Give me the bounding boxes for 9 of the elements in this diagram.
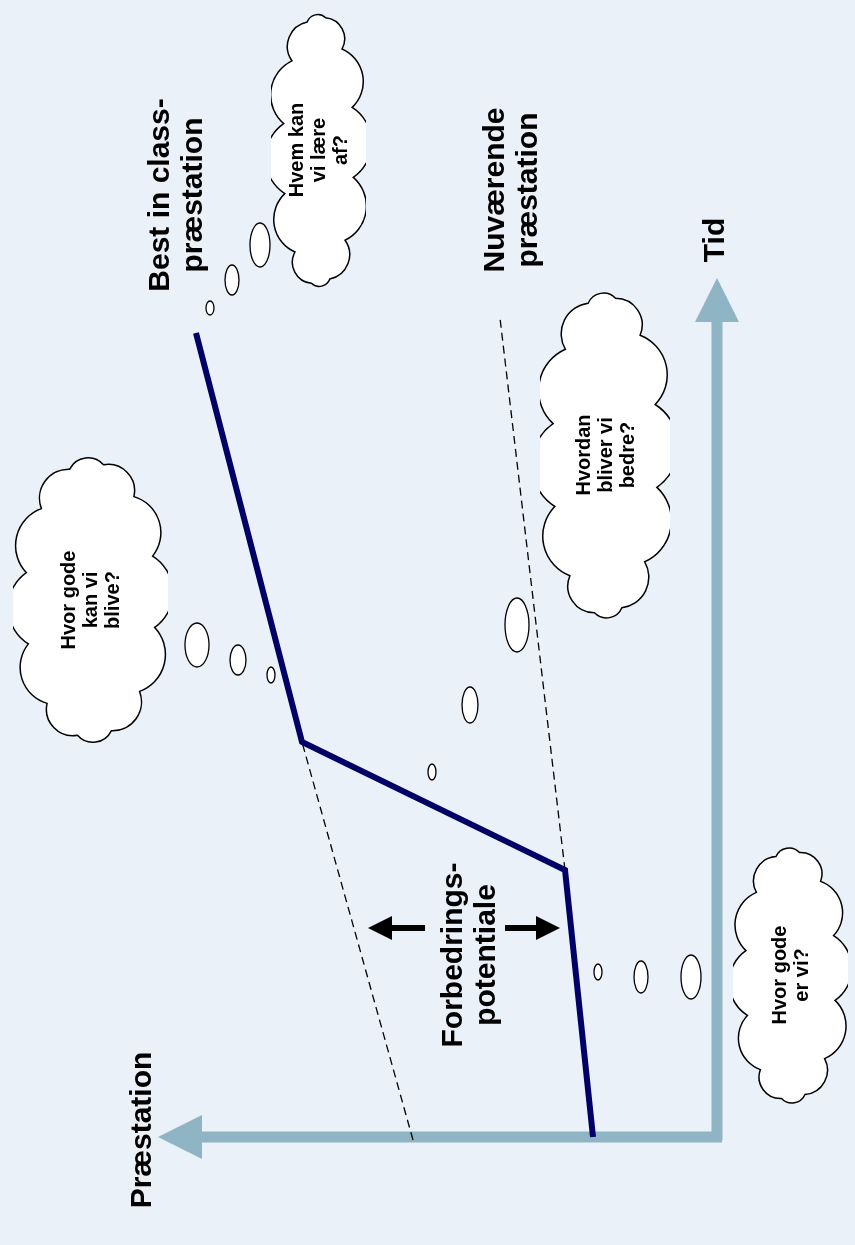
annotation: Forbedrings- potentiale: [435, 861, 501, 1050]
cloud-text: Hvor gode er vi?: [768, 925, 812, 1025]
cloud-text: Hvem kan vi lære af?: [285, 101, 351, 200]
axis-label: Tid: [696, 216, 730, 265]
cloud-text: Hvor gode kan vi blive?: [57, 549, 123, 652]
axis-annotation: Best in class- præstation: [142, 97, 208, 294]
cloud-text: Hvordan bliver vi bedre?: [572, 413, 638, 498]
axis-annotation: Nuværende præstation: [477, 106, 543, 275]
axis-label: Præstation: [123, 1050, 157, 1211]
